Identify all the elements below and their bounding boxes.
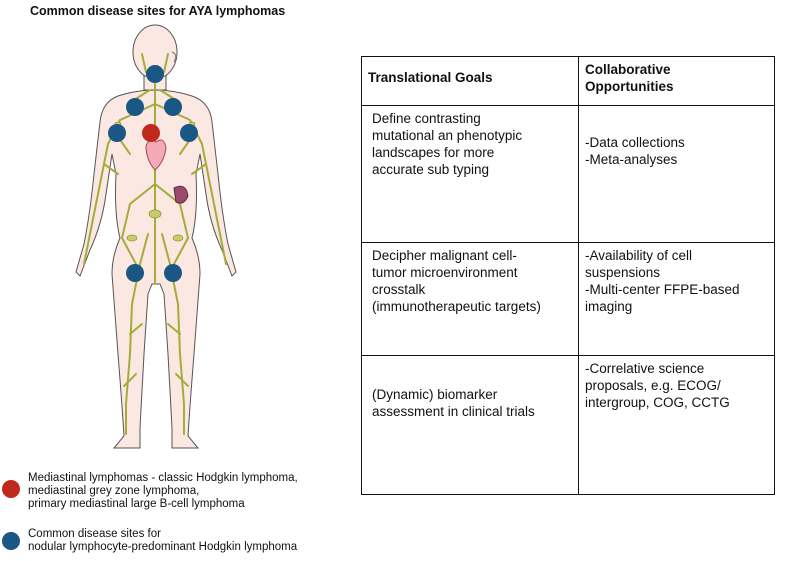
opportunity-cell: -Data collections -Meta-analyses: [578, 105, 775, 243]
table-header-row: Translational Goals Collaborative Opport…: [361, 56, 775, 106]
table-row: (Dynamic) biomarker assessment in clinic…: [361, 355, 775, 495]
lymph-nodes: [114, 121, 196, 242]
goals-table: Translational Goals Collaborative Opport…: [361, 56, 775, 495]
legend-text: Common disease sites for nodular lymphoc…: [28, 528, 298, 553]
goal-cell: Decipher malignant cell- tumor microenvi…: [361, 242, 579, 356]
goal-cell: (Dynamic) biomarker assessment in clinic…: [361, 355, 579, 495]
goal-cell: Define contrasting mutational an phenoty…: [361, 105, 579, 243]
opportunity-cell: -Correlative science proposals, e.g. ECO…: [578, 355, 775, 495]
blue-dot-icon: [2, 532, 20, 550]
red-dot-icon: [2, 480, 20, 498]
body-lymphatic-figure: [75, 24, 237, 449]
table-row: Define contrasting mutational an phenoty…: [361, 105, 775, 243]
spleen-icon: [173, 185, 189, 204]
nlphl-markers: [108, 65, 198, 282]
header-collaborative-opportunities: Collaborative Opportunities: [578, 56, 775, 106]
face-detail: [171, 51, 177, 63]
table-row: Decipher malignant cell- tumor microenvi…: [361, 242, 775, 356]
figure-title: Common disease sites for AYA lymphomas: [30, 4, 286, 18]
opportunity-cell: -Availability of cell suspensions -Multi…: [578, 242, 775, 356]
header-translational-goals: Translational Goals: [361, 56, 579, 106]
legend-text: Mediastinal lymphomas - classic Hodgkin …: [28, 472, 298, 510]
mediastinal-marker: [142, 124, 160, 142]
